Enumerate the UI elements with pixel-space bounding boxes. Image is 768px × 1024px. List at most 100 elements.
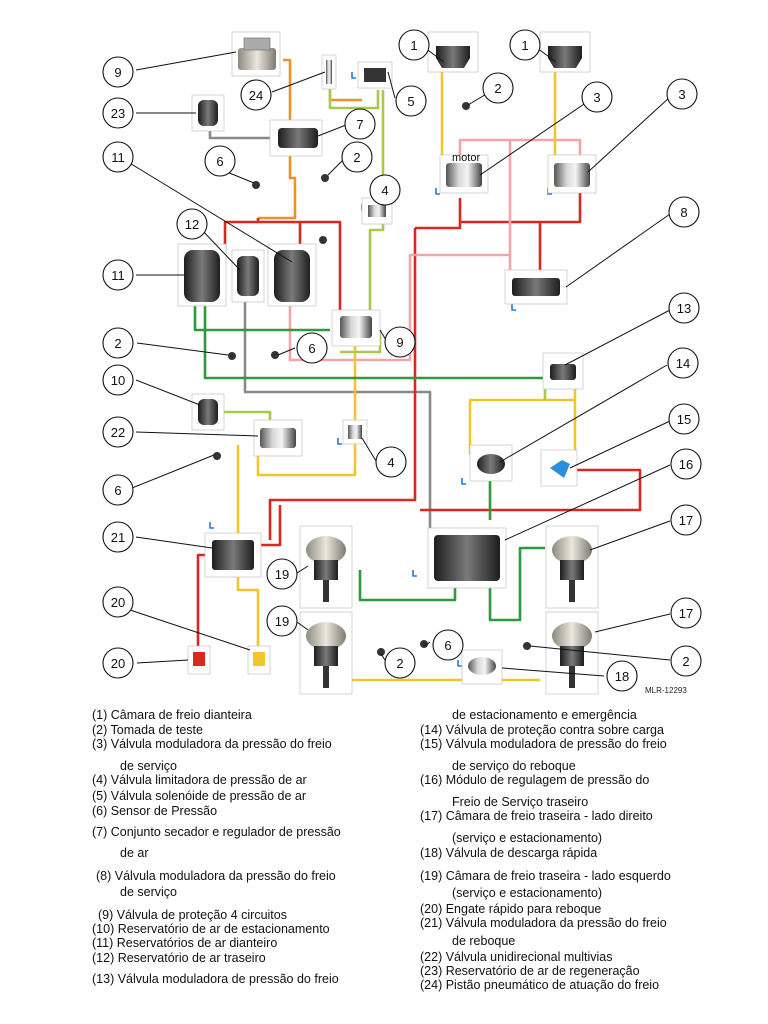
callout-7: 7	[344, 108, 376, 140]
front-brake-chamber-left	[427, 31, 479, 73]
legend-item: (15) Válvula moduladora de pressão do fr…	[420, 737, 667, 751]
callout-circle	[670, 448, 702, 480]
callout-circle	[398, 29, 430, 61]
callout-6: 6	[204, 145, 236, 177]
callout-circle	[102, 97, 134, 129]
callout-circle	[581, 81, 613, 113]
callout-label: 16	[679, 457, 693, 472]
callout-label: 13	[677, 301, 691, 316]
callout-5: 5	[395, 85, 427, 117]
callout-2: 2	[341, 141, 373, 173]
callout-label: 11	[111, 150, 125, 165]
legend-item: (16) Módulo de regulagem de pressão do	[420, 773, 650, 787]
pipe-pink-long	[288, 253, 510, 362]
callout-2: 2	[482, 72, 514, 104]
pipe-orange-dryer-down	[258, 150, 297, 220]
callout-4: 4	[369, 174, 401, 206]
callout-6: 6	[296, 332, 328, 364]
legend-item: (2) Tomada de teste	[92, 723, 203, 737]
callout-circle	[102, 647, 134, 679]
callout-circle	[668, 403, 700, 435]
callout-circle	[482, 72, 514, 104]
callout-circle	[432, 629, 464, 661]
callout-circle	[606, 660, 638, 692]
front-reservoir-right	[267, 243, 317, 307]
legend-item: (17) Câmara de freio traseira - lado dir…	[420, 809, 653, 823]
overload-protection-valve-14	[469, 444, 513, 482]
legend-item: (6) Sensor de Pressão	[92, 804, 218, 818]
legend-right-column: de estacionamento e emergência (14) Válv…	[420, 708, 760, 1008]
service-modulator-right	[547, 154, 597, 194]
callout-20: 20	[102, 647, 134, 679]
pipe-red-21	[260, 505, 282, 547]
callout-circle	[395, 85, 427, 117]
callout-circle	[341, 141, 373, 173]
callout-circle	[344, 108, 376, 140]
callout-circle	[375, 446, 407, 478]
legend-left-column: (1) Câmara de freio dianteira (2) Tomada…	[92, 708, 412, 1008]
legend-item: (12) Reservatório de ar traseiro	[92, 951, 266, 965]
callout-12: 12	[176, 208, 208, 240]
pipe-red-cross	[415, 198, 462, 230]
callout-circle	[384, 647, 416, 679]
callout-label: 4	[387, 455, 394, 470]
legend-item: de reboque	[452, 934, 516, 948]
callout-19: 19	[266, 605, 298, 637]
legend-item: (19) Câmara de freio traseira - lado esq…	[420, 869, 671, 883]
callout-label: 5	[407, 94, 414, 109]
callout-label: 1	[521, 38, 528, 53]
callout-label: 4	[381, 183, 388, 198]
callout-circle	[266, 558, 298, 590]
legend-item: (serviço e estacionamento)	[452, 886, 603, 900]
callout-18: 18	[606, 660, 638, 692]
callout-label: 20	[111, 656, 125, 671]
callout-10: 10	[102, 364, 134, 396]
callout-circle	[384, 326, 416, 358]
callout-label: 24	[249, 88, 263, 103]
parking-reservoir-10	[191, 393, 225, 431]
brake-piston-24	[321, 54, 337, 90]
callout-3: 3	[666, 78, 698, 110]
callout-4: 4	[375, 446, 407, 478]
callout-23: 23	[102, 97, 134, 129]
callout-label: 9	[396, 335, 403, 350]
callout-2: 2	[384, 647, 416, 679]
legend-item: (8) Válvula moduladora da pressão do fre…	[96, 869, 336, 883]
multiway-check-valve-22	[253, 419, 303, 457]
quick-release-valve-18	[461, 649, 503, 685]
legend-item: (7) Conjunto secador e regulador de pres…	[92, 825, 341, 839]
pipe-lightgreen-down	[368, 90, 385, 320]
pneumatic-brake-diagram: motor	[102, 29, 702, 695]
legend-item: Freio de Serviço traseiro	[452, 795, 589, 809]
legend-item: de serviço	[120, 759, 177, 773]
legend-item: de ar	[120, 846, 149, 860]
legend-item: (20) Engate rápido para reboque	[420, 902, 602, 916]
callout-20: 20	[102, 586, 134, 618]
callout-label: 3	[593, 90, 600, 105]
callout-17: 17	[670, 504, 702, 536]
solenoid-valve-5	[357, 61, 393, 89]
callout-22: 22	[102, 416, 134, 448]
pipe-yellow-14	[468, 398, 575, 455]
pipe-green-16	[358, 570, 457, 602]
callout-circle	[102, 474, 134, 506]
callout-label: 11	[111, 268, 125, 283]
legend-item: (9) Válvula de proteção 4 circuitos	[98, 908, 287, 922]
callout-label: 6	[216, 154, 223, 169]
front-reservoir-left	[177, 243, 227, 307]
callout-circle	[668, 292, 700, 324]
pipe-gray-long	[243, 300, 432, 528]
callout-circle	[667, 347, 699, 379]
legend-item: (serviço e estacionamento)	[452, 831, 603, 845]
callout-label: 6	[444, 638, 451, 653]
legend-item: (21) Válvula moduladora da pressão do fr…	[420, 916, 667, 930]
trailer-service-modulator-15	[540, 449, 578, 487]
callout-label: 2	[396, 656, 403, 671]
callout-circle	[176, 208, 208, 240]
pipe-red-right	[460, 190, 582, 224]
callout-1: 1	[509, 29, 541, 61]
four-circuit-protection-valve	[331, 309, 381, 347]
callout-11: 11	[102, 259, 134, 291]
legend-item: (23) Reservatório de ar de regeneração	[420, 964, 640, 978]
callout-2: 2	[102, 327, 134, 359]
